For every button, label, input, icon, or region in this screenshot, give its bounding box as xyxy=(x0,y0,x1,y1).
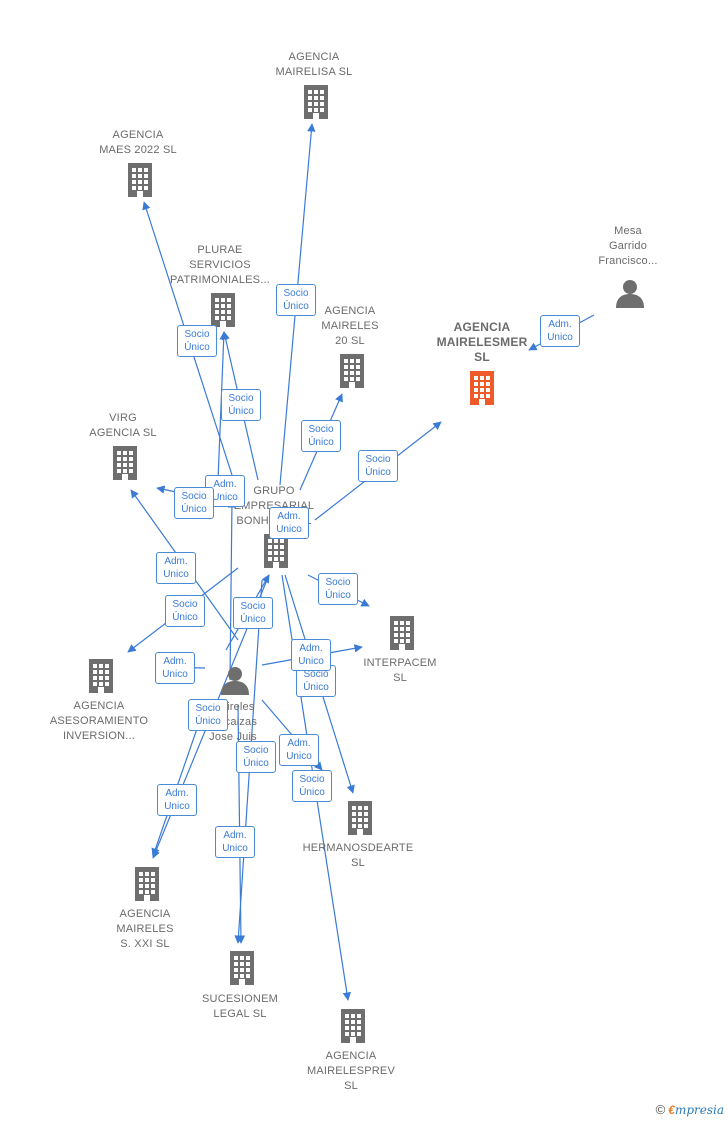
node-label-maireles20[interactable]: AGENCIA MAIRELES 20 SL xyxy=(321,305,379,347)
building-icon[interactable] xyxy=(210,293,236,332)
edge-label: Socio Único xyxy=(233,597,273,629)
building-icon[interactable] xyxy=(303,85,329,124)
building-icon[interactable] xyxy=(263,534,289,573)
building-icon[interactable] xyxy=(229,951,255,990)
edge-label: Adm. Unico xyxy=(157,784,197,816)
edge-label: Socio Único xyxy=(292,770,332,802)
edge-label: Adm. Unico xyxy=(156,552,196,584)
node-label-interpacem[interactable]: INTERPACEM SL xyxy=(363,657,437,684)
node-label-sucesionem[interactable]: SUCESIONEM LEGAL SL xyxy=(202,993,278,1020)
edge-label: Adm. Unico xyxy=(279,734,319,766)
node-label-hermanos[interactable]: HERMANOSDEARTE SL xyxy=(302,842,414,869)
edge-label: Socio Único xyxy=(177,325,217,357)
copyright-icon: © xyxy=(655,1102,666,1117)
edge-label: Adm. Unico xyxy=(540,315,580,347)
building-icon[interactable] xyxy=(347,801,373,840)
brand-name: mpresia xyxy=(674,1103,724,1117)
building-icon[interactable] xyxy=(469,371,495,410)
edge-label: Socio Único xyxy=(301,420,341,452)
node-label-maes[interactable]: AGENCIA MAES 2022 SL xyxy=(99,129,177,156)
footer-brand[interactable]: ©€mpresia xyxy=(656,1102,724,1117)
node-label-mesa[interactable]: Mesa Garrido Francisco... xyxy=(598,225,658,267)
building-icon[interactable] xyxy=(134,867,160,906)
edge-label: Socio Único xyxy=(221,389,261,421)
edge-label: Socio Único xyxy=(358,450,398,482)
building-icon[interactable] xyxy=(389,616,415,655)
edge-label: Adm. Unico xyxy=(215,826,255,858)
building-icon[interactable] xyxy=(88,659,114,698)
edge-label: Socio Único xyxy=(276,284,316,316)
building-icon[interactable] xyxy=(339,354,365,393)
edge-label: Adm. Unico xyxy=(291,639,331,671)
node-label-asesoramiento[interactable]: AGENCIA ASESORAMIENTO INVERSION... xyxy=(49,700,149,742)
edge-label: Socio Único xyxy=(174,487,214,519)
building-icon[interactable] xyxy=(127,163,153,202)
node-label-virg[interactable]: VIRG AGENCIA SL xyxy=(89,412,157,439)
brand-logo-letter: € xyxy=(668,1103,675,1117)
node-label-plurae[interactable]: PLURAE SERVICIOS PATRIMONIALES... xyxy=(170,244,270,286)
node-label-mairelisa[interactable]: AGENCIA MAIRELISA SL xyxy=(275,51,353,78)
edge-line xyxy=(227,499,237,681)
edge-label: Adm. Unico xyxy=(269,507,309,539)
node-label-xxi[interactable]: AGENCIA MAIRELES S. XXI SL xyxy=(116,908,174,950)
person-icon[interactable] xyxy=(615,278,645,313)
node-label-mairelesprev[interactable]: AGENCIA MAIRELESPREV SL xyxy=(307,1050,395,1092)
node-label-mairelesmer[interactable]: AGENCIA MAIRELESMER SL xyxy=(436,320,528,364)
building-icon[interactable] xyxy=(340,1009,366,1048)
edge-label: Socio Único xyxy=(236,741,276,773)
edge-label: Socio Único xyxy=(318,573,358,605)
edge-label: Socio Único xyxy=(188,699,228,731)
person-icon[interactable] xyxy=(220,665,250,700)
edge-label: Socio Único xyxy=(165,595,205,627)
building-icon[interactable] xyxy=(112,446,138,485)
edge-label: Adm. Unico xyxy=(155,652,195,684)
